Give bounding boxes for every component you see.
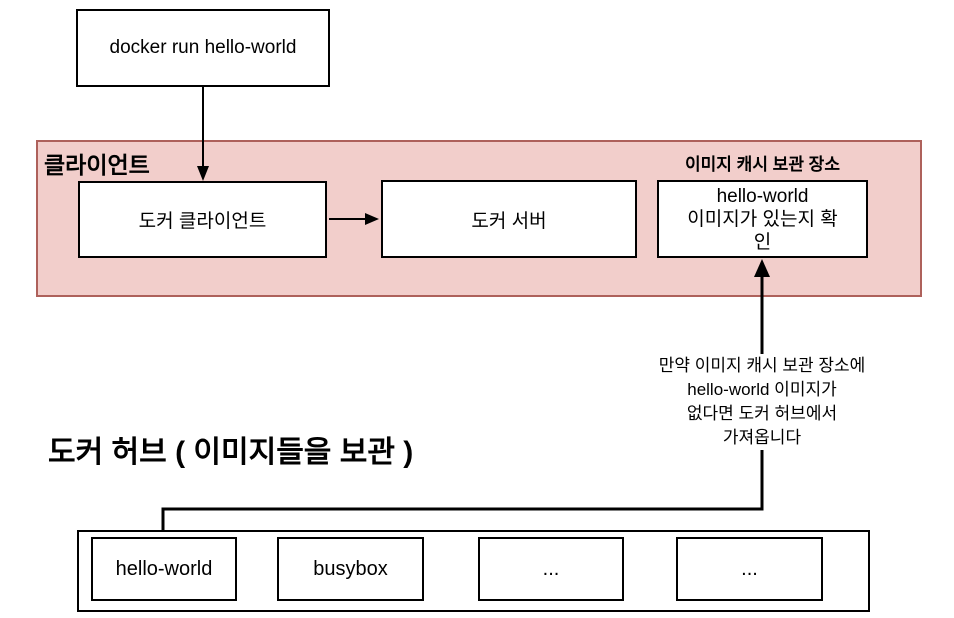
cache-check-label: hello-world 이미지가 있는지 확 인 <box>687 185 838 253</box>
hub-image-label: ... <box>542 557 560 580</box>
hub-image-label: hello-world <box>115 557 213 580</box>
docker-server-label: 도커 서버 <box>471 210 547 232</box>
hub-image-label: busybox <box>313 557 388 580</box>
docker-client-box: 도커 클라이언트 <box>78 181 327 258</box>
docker-hub-title: 도커 허브 ( 이미지들을 보관 ) <box>48 436 414 469</box>
client-region-label: 클라이언트 <box>44 152 150 178</box>
docker-hub-container: hello-world busybox ... ... <box>77 530 870 612</box>
hub-image-busybox: busybox <box>277 537 424 601</box>
docker-server-box: 도커 서버 <box>381 180 637 258</box>
command-box: docker run hello-world <box>76 9 330 87</box>
hub-image-ellipsis-1: ... <box>478 537 624 601</box>
arrow-docker-client-to-server <box>329 213 379 225</box>
hub-image-ellipsis-2: ... <box>676 537 823 601</box>
hub-image-label: ... <box>741 557 758 580</box>
command-label: docker run hello-world <box>109 37 297 58</box>
arrow-command-to-docker-client <box>197 87 209 181</box>
cache-check-box: hello-world 이미지가 있는지 확 인 <box>657 180 868 258</box>
fallback-note: 만약 이미지 캐시 보관 장소에 hello-world 이미지가 없다면 도커… <box>622 354 902 450</box>
hub-image-hello-world: hello-world <box>91 537 237 601</box>
image-cache-title: 이미지 캐시 보관 장소 <box>685 155 840 174</box>
docker-client-label: 도커 클라이언트 <box>138 211 267 232</box>
